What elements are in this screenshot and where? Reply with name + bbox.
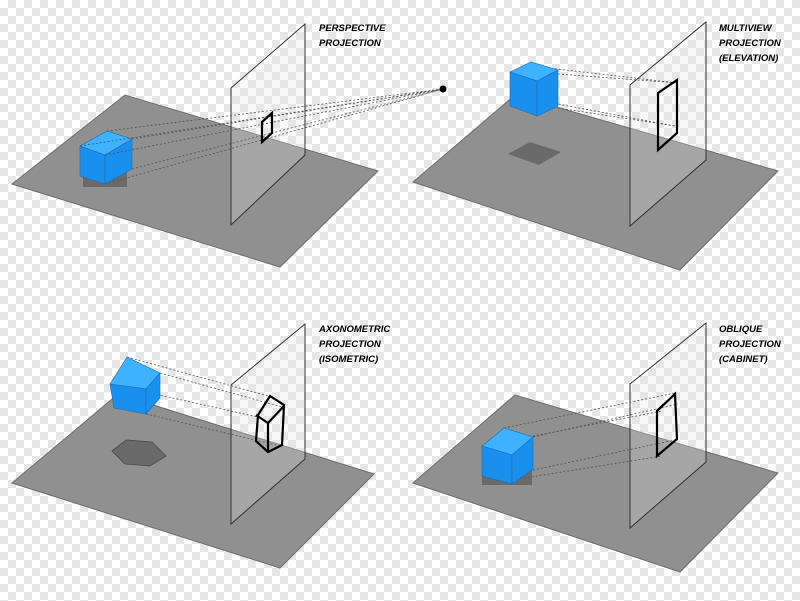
ground-plane: [10, 393, 375, 569]
projection-plane: [629, 20, 707, 228]
oblique-label: OBLIQUE PROJECTION (CABINET): [719, 322, 781, 367]
label-line: PERSPECTIVE: [319, 23, 386, 34]
multiview-panel: [411, 20, 779, 271]
perspective-label: PERSPECTIVE PROJECTION: [319, 21, 386, 51]
projected-image: [260, 110, 274, 145]
perspective-panel: [10, 22, 447, 268]
projected-image: [655, 391, 679, 459]
projected-image: [254, 394, 286, 454]
label-line: (CABINET): [719, 354, 768, 365]
label-line: AXONOMETRIC: [319, 324, 391, 335]
label-line: PROJECTION: [319, 339, 381, 350]
label-line: PROJECTION: [719, 339, 781, 350]
label-line: (ELEVATION): [719, 53, 779, 64]
label-line: MULTIVIEW: [719, 23, 772, 34]
center-of-projection-point: [439, 85, 447, 93]
blue-cube: [481, 427, 534, 485]
oblique-panel: [412, 321, 779, 573]
ground-plane: [412, 394, 779, 573]
blue-cube: [509, 61, 559, 117]
projection-plane: [629, 321, 707, 530]
ground-plane: [411, 94, 779, 271]
axonometric-label: AXONOMETRIC PROJECTION (ISOMETRIC): [319, 322, 390, 367]
blue-cube: [79, 130, 133, 187]
label-line: PROJECTION: [719, 38, 781, 49]
axonometric-panel: [10, 322, 375, 569]
projection-rays: [79, 88, 444, 185]
label-line: (ISOMETRIC): [319, 354, 379, 365]
projection-plane: [230, 22, 306, 227]
multiview-label: MULTIVIEW PROJECTION (ELEVATION): [719, 21, 781, 66]
label-line: OBLIQUE: [719, 324, 763, 335]
label-line: PROJECTION: [319, 38, 381, 49]
projected-image: [656, 77, 679, 153]
blue-cube: [109, 356, 161, 415]
ground-plane: [10, 94, 379, 268]
projection-rays: [481, 392, 679, 481]
cube-shadow: [508, 142, 561, 165]
cube-shadow: [111, 439, 167, 467]
